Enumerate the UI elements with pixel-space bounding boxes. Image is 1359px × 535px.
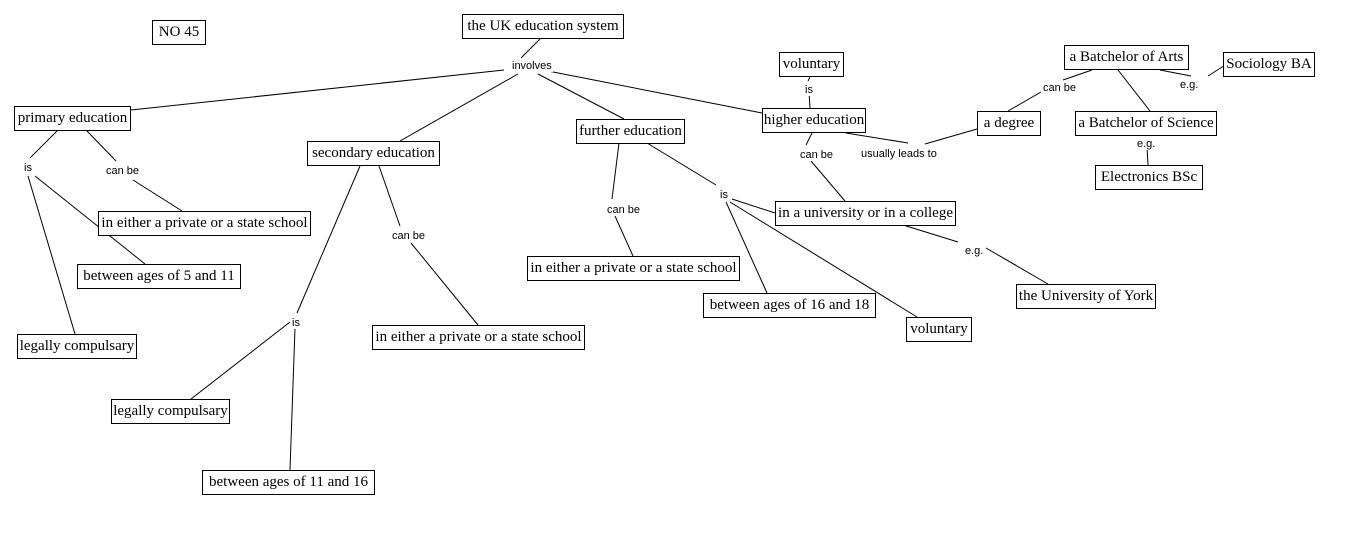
node-school_secondary[interactable]: in either a private or a state school <box>372 325 585 350</box>
edge-ba-to-bsc <box>1117 69 1151 112</box>
link-label-secondary_is: is <box>291 317 301 329</box>
link-label-involves: involves <box>511 60 553 72</box>
edge-secondary_is-to-ages11_16 <box>289 327 296 471</box>
node-ba[interactable]: a Batchelor of Arts <box>1064 45 1189 70</box>
edge-primary_is-to-compulsary_p <box>27 175 76 335</box>
edge-ba-to-ba_eg <box>1159 69 1192 77</box>
link-label-degree_canbe: can be <box>1042 82 1078 94</box>
edge-involves-to-further <box>537 73 625 120</box>
link-label-higher_is: is <box>804 84 814 96</box>
node-york[interactable]: the University of York <box>1016 284 1156 309</box>
link-label-secondary_canbe: can be <box>391 230 427 242</box>
node-voluntary_hi[interactable]: voluntary <box>779 52 844 77</box>
node-compulsary_s[interactable]: legally compulsary <box>111 399 230 424</box>
edge-higher-to-leads_to <box>845 132 909 144</box>
edge-secondary-to-secondary_canbe <box>378 165 401 227</box>
link-label-uni_eg: e.g. <box>964 245 985 257</box>
node-school_primary[interactable]: in either a private or a state school <box>98 211 311 236</box>
edge-uni_eg-to-york <box>985 247 1049 285</box>
node-electronicsbsc[interactable]: Electronics BSc <box>1095 165 1203 190</box>
edge-secondary_is-to-compulsary_s <box>190 321 291 400</box>
node-primary[interactable]: primary education <box>14 106 131 131</box>
node-degree[interactable]: a degree <box>977 111 1041 136</box>
edge-degree_canbe-to-degree <box>1007 91 1042 112</box>
edge-leads_to-to-degree <box>924 128 978 145</box>
edge-further-to-further_canbe <box>611 142 620 200</box>
edge-primary_canbe-to-school_primary <box>132 179 183 212</box>
edge-voluntary_hi-to-higher_is <box>807 76 811 82</box>
node-higher[interactable]: higher education <box>762 108 866 133</box>
node-ages16_18[interactable]: between ages of 16 and 18 <box>703 293 876 318</box>
edge-primary-to-primary_canbe <box>86 130 117 162</box>
link-label-leads_to: usually leads to <box>860 148 938 160</box>
edge-primary-to-primary_is <box>29 130 58 159</box>
edge-involves-to-primary <box>130 69 505 111</box>
link-label-bsc_eg: e.g. <box>1136 138 1157 150</box>
node-no45[interactable]: NO 45 <box>152 20 206 45</box>
link-label-further_is: is <box>719 189 729 201</box>
edge-secondary_canbe-to-school_secondary <box>410 242 479 326</box>
edge-further-to-further_is <box>646 142 717 186</box>
edge-involves-to-secondary <box>399 73 519 142</box>
edge-involves-to-higher <box>547 70 763 114</box>
link-label-primary_is: is <box>23 162 33 174</box>
node-ages5_11[interactable]: between ages of 5 and 11 <box>77 264 241 289</box>
node-bsc[interactable]: a Batchelor of Science <box>1075 111 1217 136</box>
edge-higher_canbe-to-uni_college <box>810 160 846 202</box>
node-ages11_16[interactable]: between ages of 11 and 16 <box>202 470 375 495</box>
node-secondary[interactable]: secondary education <box>307 141 440 166</box>
node-compulsary_p[interactable]: legally compulsary <box>17 334 137 359</box>
edge-further_canbe-to-school_further <box>614 215 634 257</box>
edge-further_is-to-uni_college <box>731 198 776 214</box>
link-label-primary_canbe: can be <box>105 165 141 177</box>
edge-secondary-to-secondary_is <box>296 165 361 314</box>
node-further[interactable]: further education <box>576 119 685 144</box>
link-label-ba_eg: e.g. <box>1179 79 1200 91</box>
node-uni_college[interactable]: in a university or in a college <box>775 201 956 226</box>
edge-ba-to-degree_canbe <box>1062 69 1093 81</box>
node-uk[interactable]: the UK education system <box>462 14 624 39</box>
node-sociologyba[interactable]: Sociology BA <box>1223 52 1315 77</box>
node-voluntary_fe[interactable]: voluntary <box>906 317 972 342</box>
link-label-further_canbe: can be <box>606 204 642 216</box>
edge-higher-to-higher_canbe <box>805 132 813 146</box>
edge-uk-to-involves <box>520 38 541 59</box>
link-label-higher_canbe: can be <box>799 149 835 161</box>
edge-uni_college-to-uni_eg <box>902 224 959 243</box>
node-school_further[interactable]: in either a private or a state school <box>527 256 740 281</box>
